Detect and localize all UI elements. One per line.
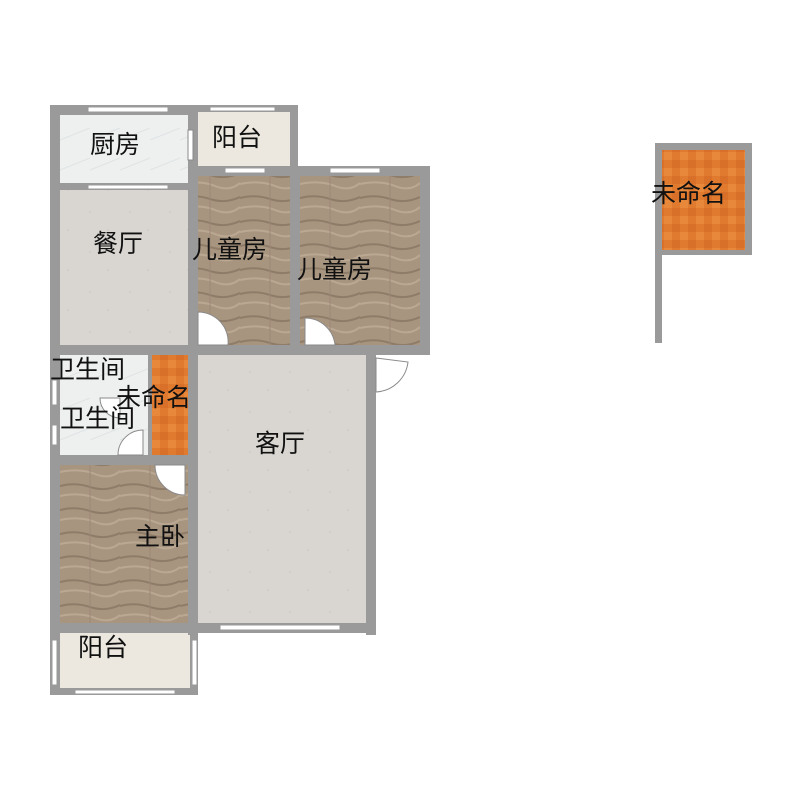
door-master [154, 464, 186, 496]
door-bath [117, 429, 144, 456]
label-kids-room-1: 儿童房 [192, 235, 267, 264]
balcony-top-floor [198, 112, 290, 166]
floors [58, 112, 746, 690]
label-bathroom-1: 卫生间 [50, 355, 125, 384]
room-labels: 厨房 阳台 餐厅 儿童房 儿童房 卫生间 未命名 卫生间 客厅 主卧 阳台 未命… [50, 123, 726, 662]
label-kitchen: 厨房 [90, 130, 140, 159]
door-kids-1 [197, 311, 229, 346]
kitchen-floor [60, 115, 188, 183]
living-floor [198, 355, 366, 623]
door-kids-2 [304, 317, 336, 346]
doors [99, 129, 409, 496]
master-bedroom-floor [60, 465, 190, 623]
unnamed-small-floor [152, 355, 190, 455]
label-unnamed-small: 未命名 [116, 383, 191, 412]
balcony-bottom-floor [58, 632, 190, 690]
label-master-bedroom: 主卧 [135, 522, 185, 551]
label-kids-room-2: 儿童房 [297, 255, 372, 284]
door-small-orange [99, 397, 121, 419]
label-bathroom-2: 卫生间 [60, 404, 135, 433]
windows [51, 106, 381, 695]
kids-room-2-floor [300, 175, 420, 345]
label-balcony-bottom: 阳台 [78, 633, 128, 662]
dining-floor [60, 190, 188, 345]
label-living: 客厅 [255, 429, 305, 458]
unnamed-detached-floor [662, 150, 746, 252]
label-balcony-top: 阳台 [212, 123, 262, 152]
label-unnamed-detached: 未命名 [651, 179, 726, 208]
door-kitchen [187, 129, 194, 161]
label-dining: 餐厅 [93, 229, 143, 258]
door-entry [375, 357, 409, 393]
